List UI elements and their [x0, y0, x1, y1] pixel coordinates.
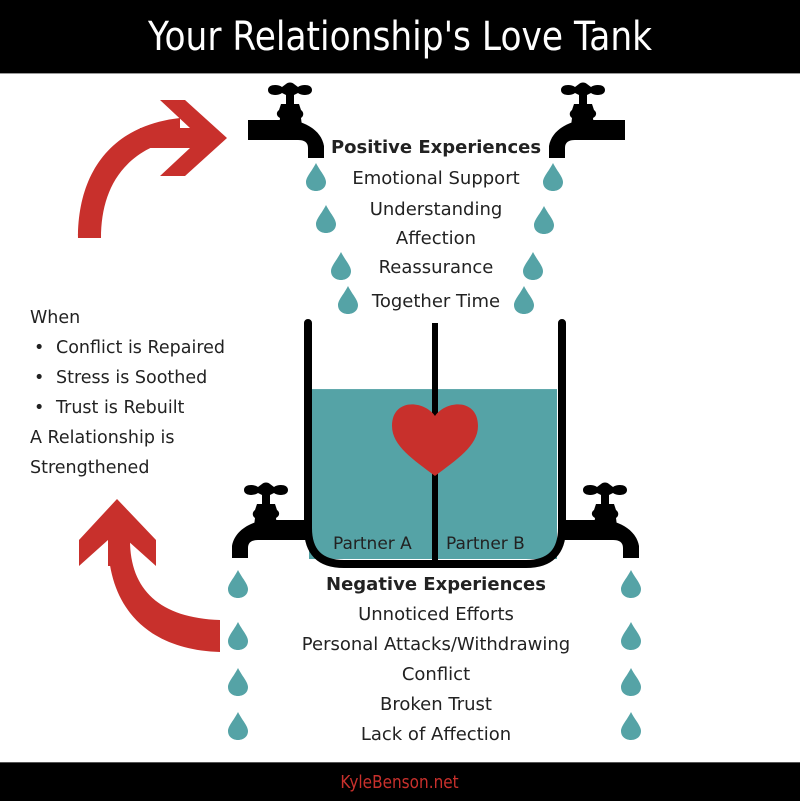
positive-item: Understanding [369, 199, 503, 220]
curved-arrow-right-icon [78, 100, 227, 238]
side-note: When Conflict is Repaired Stress is Soot… [30, 303, 225, 483]
faucet-icon [563, 482, 639, 558]
negative-item: Broken Trust [380, 694, 492, 715]
water-drop-icon [228, 622, 248, 650]
water-drop-icon [543, 163, 563, 191]
water-drop-icon [621, 570, 641, 598]
water-drop-icon [514, 286, 534, 314]
title-banner: Your Relationship's Love Tank [0, 0, 800, 74]
water-drop-icon [306, 163, 326, 191]
water-drop-icon [338, 286, 358, 314]
faucet-icon [232, 482, 308, 558]
footer-banner: KyleBenson.net [0, 762, 800, 801]
side-note-intro: When [30, 308, 81, 328]
curved-arrow-up-icon [79, 499, 220, 652]
side-note-conclusion: A Relationship is [30, 428, 175, 448]
side-note-conclusion: Strengthened [30, 458, 150, 478]
water-drop-icon [228, 668, 248, 696]
side-note-bullets: Conflict is Repaired Stress is Soothed T… [30, 333, 225, 423]
tank-outline [304, 319, 566, 568]
water-drop-icon [534, 206, 554, 234]
water-drop-icon [621, 668, 641, 696]
site-link[interactable]: KyleBenson.net [340, 771, 460, 793]
water-drop-icon [331, 252, 351, 280]
side-note-bullet: Trust is Rebuilt [30, 393, 225, 423]
partner-b-label: Partner B [446, 534, 525, 554]
water-drop-icon [523, 252, 543, 280]
water-drop-icon [621, 622, 641, 650]
water-drop-icon [621, 712, 641, 740]
positive-item: Emotional Support [352, 168, 520, 189]
side-note-bullet: Conflict is Repaired [30, 333, 225, 363]
water-drop-icon [316, 205, 336, 233]
positive-item: Together Time [371, 291, 501, 312]
negative-heading: Negative Experiences [326, 574, 546, 595]
negative-item: Conflict [401, 664, 471, 685]
water-drop-icon [228, 570, 248, 598]
negative-item: Personal Attacks/Withdrawing [301, 634, 571, 655]
love-tank [304, 319, 566, 568]
negative-item: Unnoticed Efforts [358, 604, 514, 625]
water-drop-icon [228, 712, 248, 740]
positive-item: Reassurance [378, 257, 494, 278]
faucet-icon [248, 82, 324, 158]
page-title: Your Relationship's Love Tank [147, 13, 653, 60]
positive-item: Affection [395, 228, 477, 249]
heart-icon [392, 404, 478, 476]
faucet-icon [549, 82, 625, 158]
partner-a-label: Partner A [333, 534, 412, 554]
negative-item: Lack of Affection [360, 724, 512, 745]
side-note-bullet: Stress is Soothed [30, 363, 225, 393]
positive-heading: Positive Experiences [330, 137, 542, 158]
